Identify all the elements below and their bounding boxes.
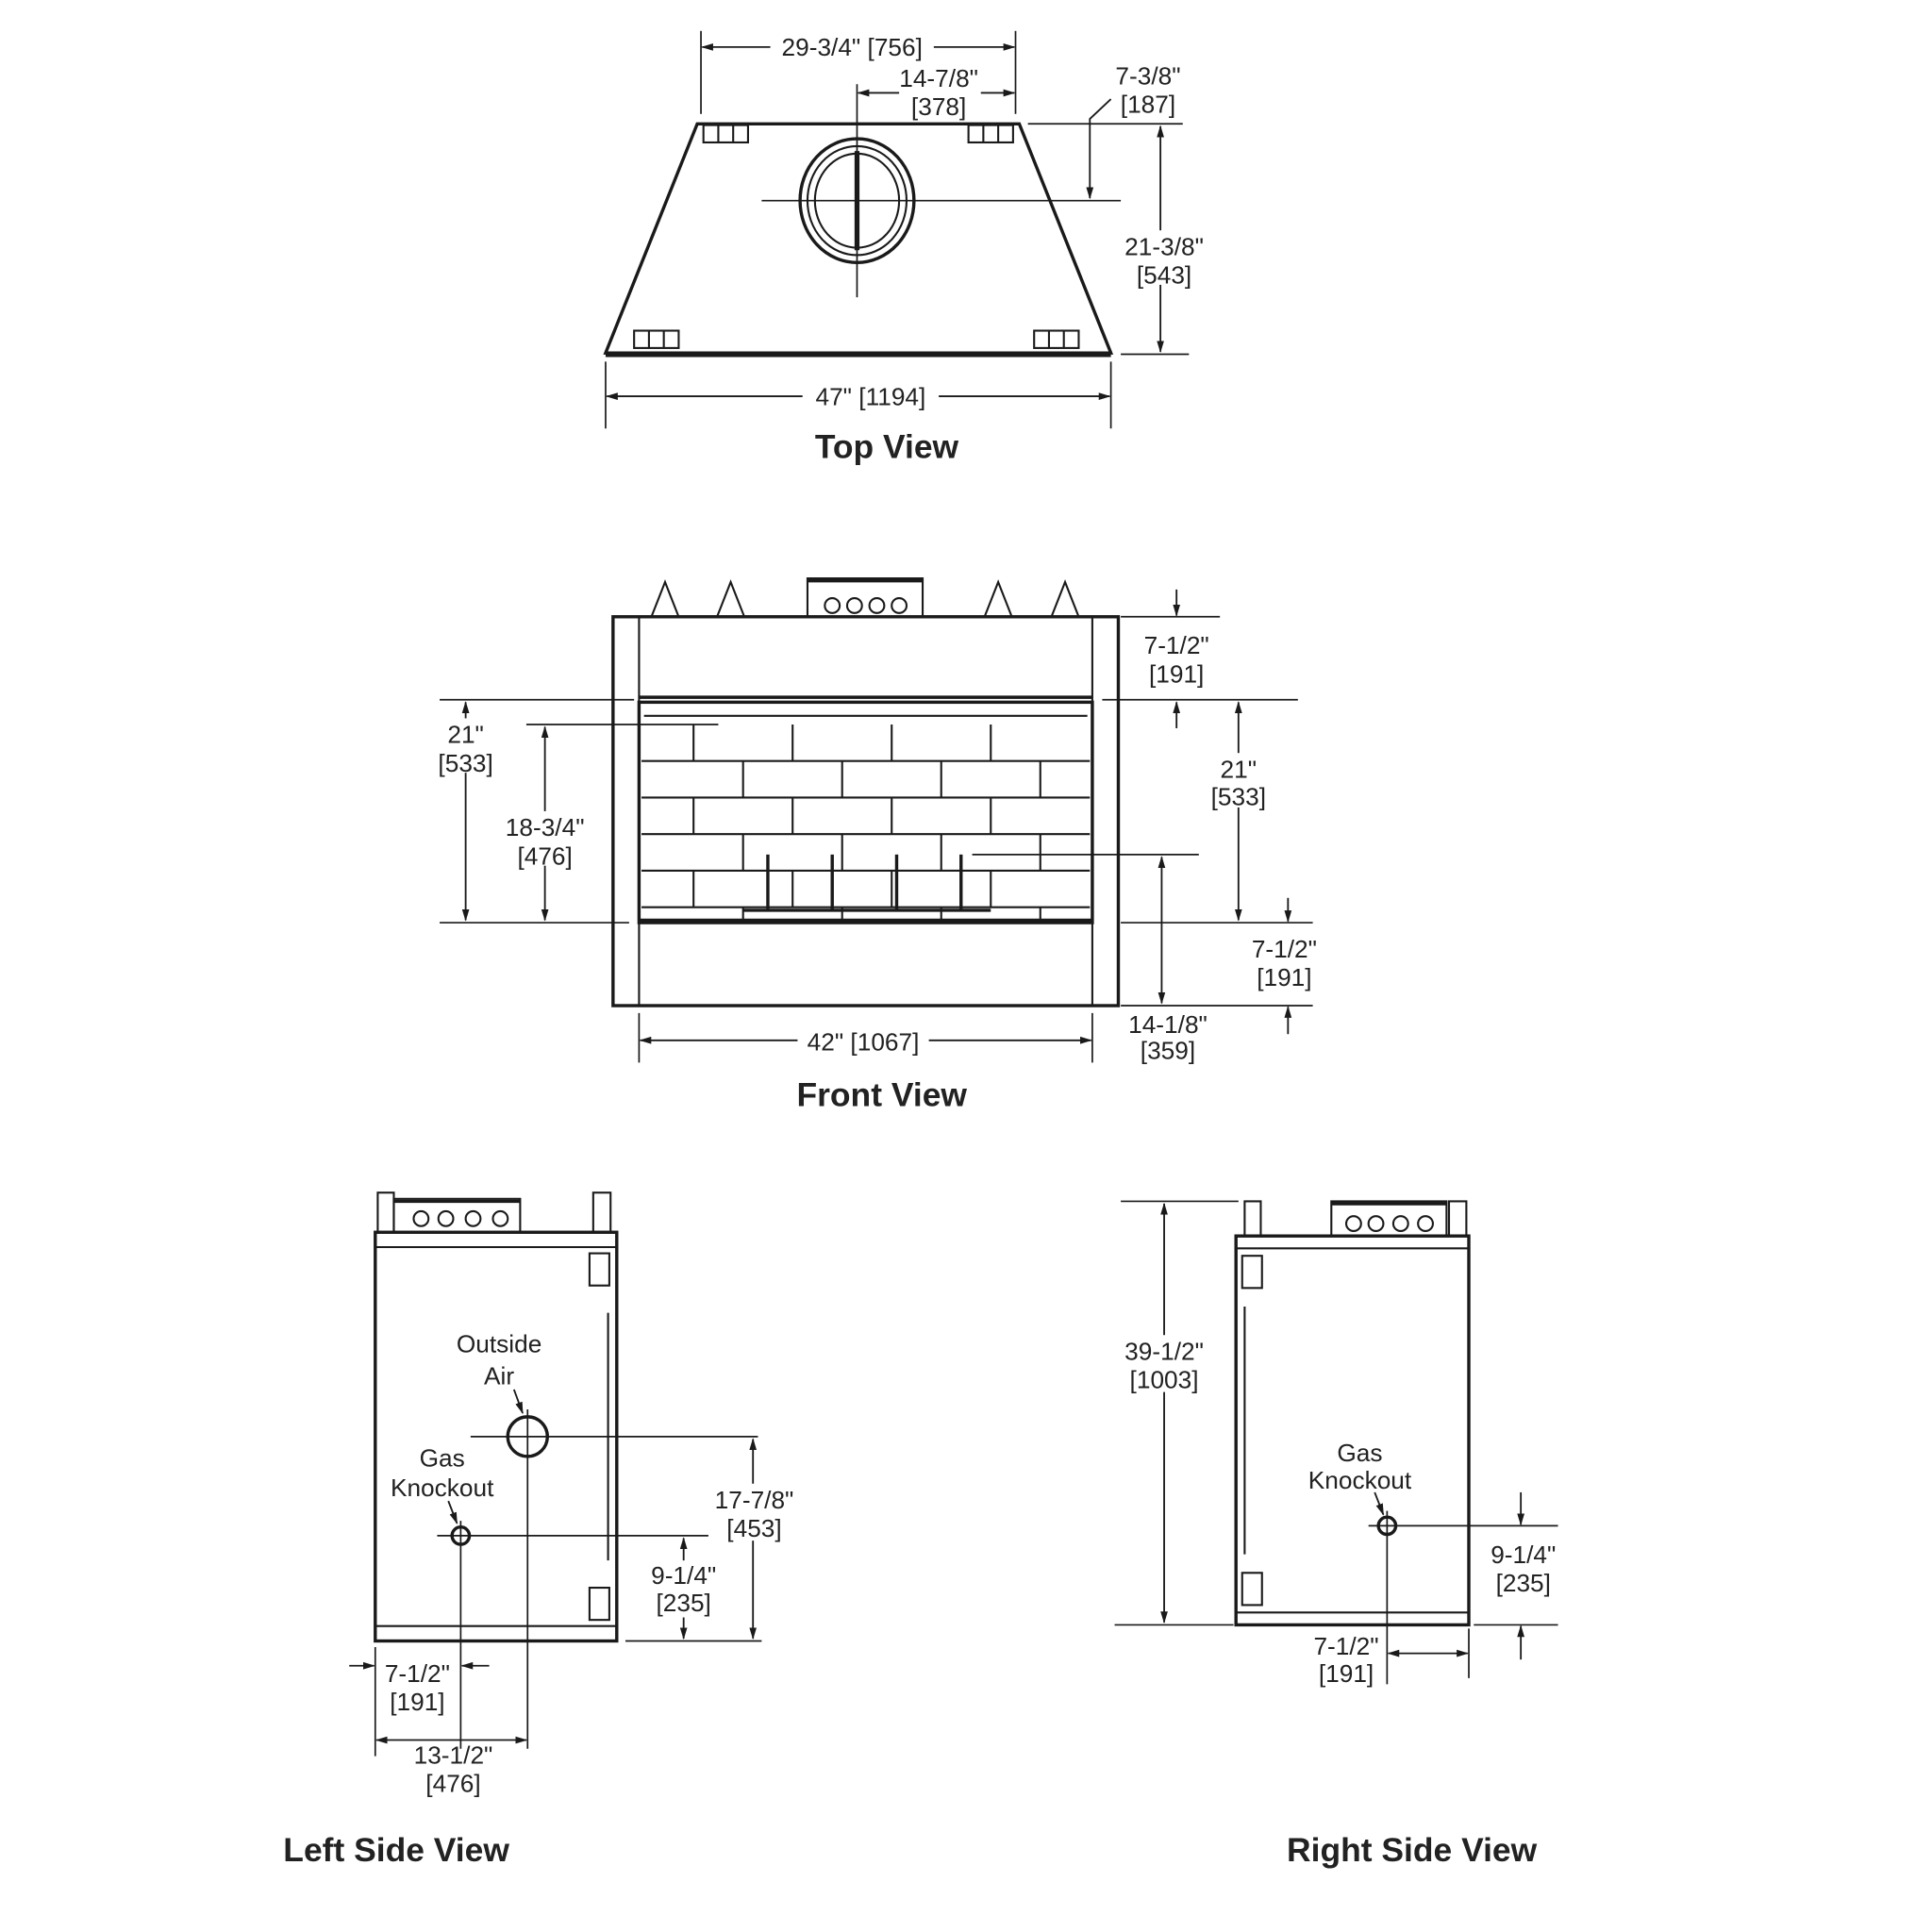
dim-flue-offset-mm: [378] [911, 92, 966, 121]
control-box [806, 577, 924, 618]
burner-grate [742, 854, 991, 912]
dim-gas-height-mm: [235] [1496, 1569, 1551, 1597]
control-box [1330, 1200, 1448, 1238]
dim-outside-air-offset-mm: [476] [425, 1770, 480, 1798]
left-side-view: Outside Air Gas Knockout 17-7/8" [453] 9… [283, 1191, 801, 1869]
bracket [588, 1586, 610, 1622]
dim-bottom: 7-1/2" [1252, 935, 1317, 963]
dim-top-header-mm: [191] [1149, 659, 1204, 688]
firebox-brick-pattern [641, 724, 1091, 921]
dim-gas-height-mm: [235] [656, 1589, 710, 1617]
dim-outside-air-offset: 13-1/2" [414, 1740, 493, 1769]
bracket [1241, 1255, 1263, 1290]
dim-flue-offset: 14-7/8" [899, 64, 978, 92]
standoff-spacers [650, 579, 1081, 618]
standoff-brackets [633, 124, 1080, 349]
dim-opening-height-right: 21" [1221, 755, 1257, 783]
dim-depth: 21-3/8" [1124, 232, 1204, 260]
dim-bottom-mm: [191] [1257, 963, 1311, 991]
outside-air-label-2: Air [484, 1362, 514, 1391]
dim-firebox-height: 18-3/4" [506, 813, 585, 841]
gas-knockout-label: Gas [420, 1443, 465, 1472]
bracket [588, 1252, 610, 1287]
dim-flue-depth-mm: [187] [1121, 90, 1175, 118]
dim-gas-offset: 7-1/2" [385, 1659, 450, 1688]
right-side-outline [1234, 1234, 1471, 1627]
top-view-outline [603, 122, 1114, 355]
dim-hearth-height-mm: [359] [1141, 1036, 1195, 1064]
top-view: 29-3/4" [756] 14-7/8" [378] 7-3/8" [187]… [603, 30, 1208, 466]
dim-outside-air-height: 17-7/8" [715, 1486, 794, 1514]
dim-overall-width: 47" [1194] [815, 382, 925, 410]
gas-knockout-label-2: Knockout [1308, 1466, 1412, 1494]
dim-depth-mm: [543] [1137, 261, 1191, 290]
dim-outside-air-height-mm: [453] [726, 1514, 781, 1542]
dim-opening-width: 42" [1067] [808, 1027, 920, 1056]
front-view: 7-1/2" [191] 21" [533] 7-1/2" [191] 14-1… [428, 577, 1317, 1113]
gas-knockout-label: Gas [1337, 1439, 1382, 1467]
right-side-view: Gas Knockout 39-1/2" [1003] 9-1/4" [235]… [1114, 1200, 1558, 1869]
dim-back-width: 29-3/4" [756] [782, 33, 923, 61]
dim-opening-height-right-mm: [533] [1211, 782, 1266, 810]
dim-flue-depth: 7-3/8" [1115, 61, 1180, 90]
dim-overall-height-mm: [1003] [1130, 1366, 1199, 1394]
dim-opening-height-left: 21" [447, 721, 484, 749]
bracket [1241, 1572, 1263, 1607]
top-view-title: Top View [815, 428, 959, 466]
dim-gas-offset-mm: [191] [1319, 1659, 1374, 1688]
front-view-title: Front View [796, 1075, 967, 1113]
dim-gas-height: 9-1/4" [651, 1561, 716, 1590]
right-side-view-title: Right Side View [1287, 1831, 1538, 1869]
dim-overall-height: 39-1/2" [1124, 1337, 1204, 1365]
dim-top-header: 7-1/2" [1144, 631, 1209, 659]
outside-air-label: Outside [457, 1330, 541, 1358]
dim-hearth-height: 14-1/8" [1128, 1010, 1208, 1039]
left-side-view-title: Left Side View [283, 1831, 509, 1869]
dim-opening-height-left-mm: [533] [438, 749, 492, 777]
dim-gas-offset-mm: [191] [390, 1688, 444, 1716]
gas-knockout-label-2: Knockout [391, 1474, 494, 1502]
dim-gas-height: 9-1/4" [1491, 1541, 1556, 1569]
control-box [392, 1197, 522, 1234]
dim-firebox-height-mm: [476] [517, 841, 572, 870]
dim-gas-offset: 7-1/2" [1313, 1632, 1378, 1660]
front-outline [611, 615, 1121, 1008]
firebox-opening [637, 700, 1094, 924]
